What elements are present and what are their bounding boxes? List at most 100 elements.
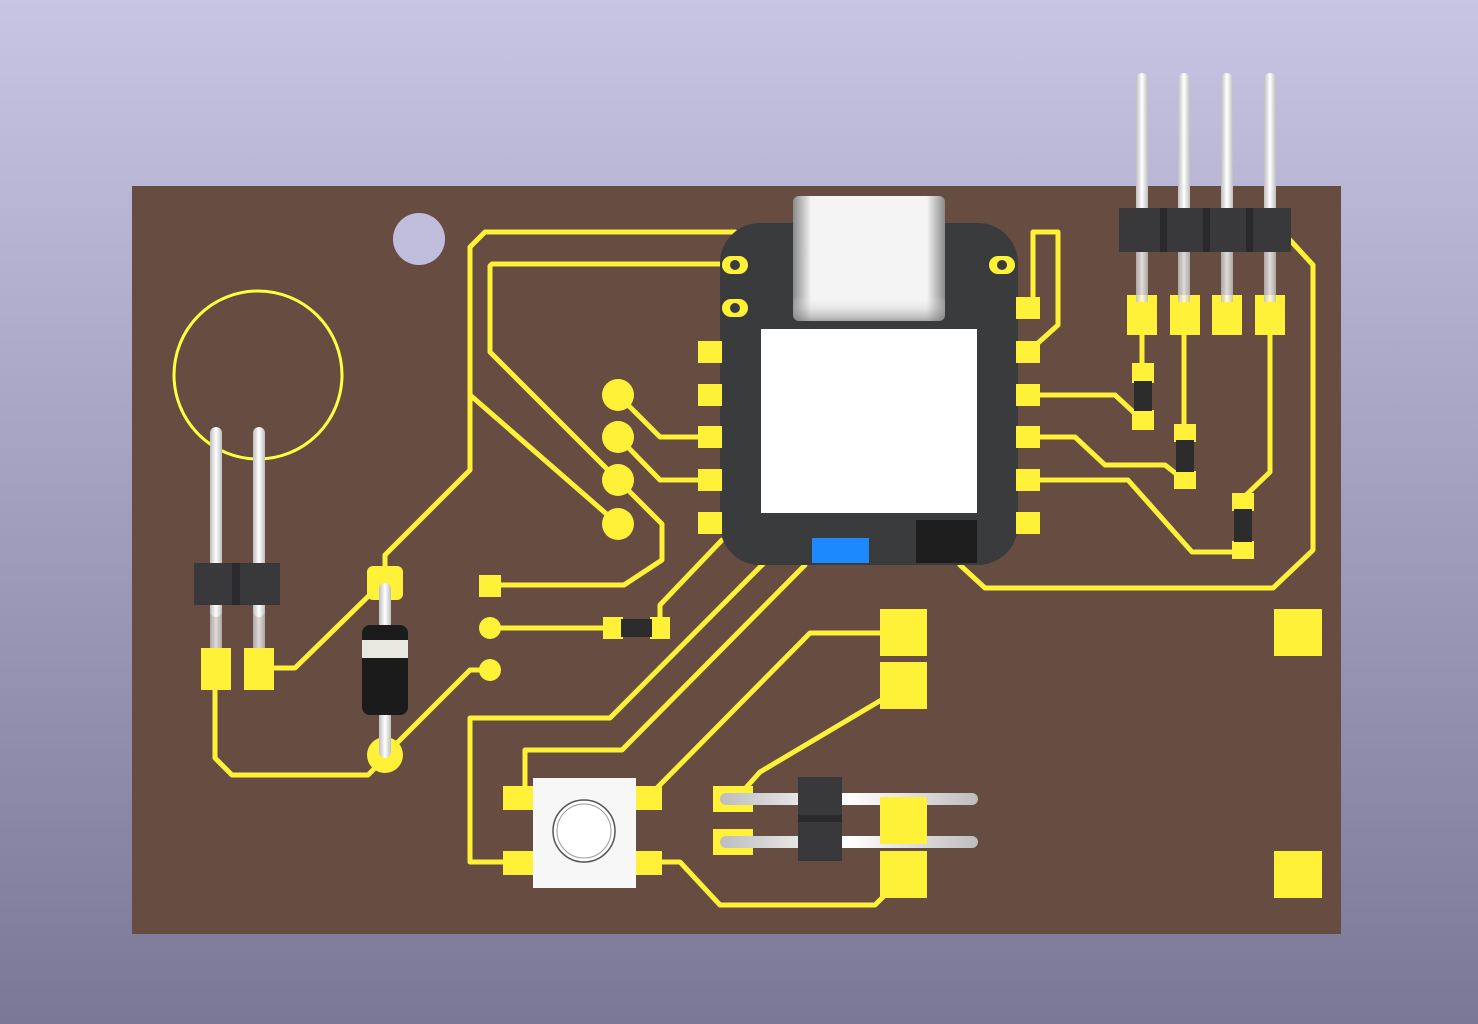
divider [232,563,240,605]
pin [1264,73,1276,231]
pin-stub [1221,252,1233,302]
castellated-pad [698,512,722,534]
round-pad [479,617,501,639]
resistor-icon [1232,493,1254,559]
button-icon[interactable] [503,778,662,888]
right-angle-header-2pin[interactable] [713,777,978,861]
right-angle-header-4pin[interactable] [1119,73,1291,335]
pad [1174,471,1196,489]
diode-body [362,625,408,715]
trace [467,559,768,865]
pad-hole [729,517,741,529]
rf-shield [761,329,977,513]
castellated-pad [1016,512,1040,534]
trace [615,392,713,440]
module-chip [916,520,977,563]
pin-stub [1136,252,1148,302]
castellated-pad [1016,426,1040,448]
pad [244,648,274,690]
pad-hole [997,260,1007,270]
pad [503,786,535,810]
castellated-pad [1016,341,1040,363]
pad-holes [729,260,1009,529]
button-cap-inner [556,803,612,859]
pin-stub [1264,252,1276,302]
pad [1132,410,1154,430]
diode-band [362,640,408,658]
pin [720,836,978,848]
square-pad [880,797,927,844]
castellated-pad [698,469,722,491]
castellated-pad [1016,469,1040,491]
trace [522,562,808,803]
pin-stubs [210,605,265,655]
diode-icon[interactable] [362,566,408,773]
header-dividers [1160,208,1253,252]
pad-hole [729,389,741,401]
pad-hole [729,474,741,486]
usb-c-shade [793,196,945,321]
pad [201,648,231,690]
pad [603,617,623,639]
pin-stub [1178,252,1190,302]
divider [1203,208,1210,252]
microcontroller-module[interactable] [698,196,1040,565]
through-hole-pads [479,379,634,681]
square-pad [479,575,501,597]
pad [650,617,670,639]
pad [1232,541,1254,559]
divider [1160,208,1167,252]
resistor-body [1234,509,1252,542]
status-led-icon [812,538,869,563]
square-pad [880,662,927,709]
smd-resistors[interactable] [603,363,1254,639]
divider [1246,208,1253,252]
trace [382,229,738,583]
round-pad [602,464,634,496]
pad-hole [997,474,1009,486]
pad-hole [729,346,741,358]
pin [1178,73,1190,231]
round-pad [602,508,634,540]
pin-stubs [1136,252,1276,302]
pad [1232,493,1254,511]
trace [645,630,908,800]
pin-stub [253,605,265,655]
castellated-pad [698,384,722,406]
pin [1221,73,1233,231]
trace [467,392,621,527]
mounting-hole-icon [393,213,445,265]
round-pad [602,379,634,411]
pad-hole [729,431,741,443]
module-pads [698,256,1040,534]
resistor-icon [603,617,670,639]
pad-hole [997,389,1009,401]
pad-hole [997,346,1009,358]
resistor-body [1176,440,1194,472]
square-pad [1274,851,1322,898]
round-pad [602,421,634,453]
pin-stub [210,605,222,655]
button-cap [552,799,616,863]
divider [798,815,842,822]
pad [503,851,535,875]
pad-hole [730,260,740,270]
trace [615,434,713,483]
castellated-pad [1016,297,1040,319]
castellated-pad [698,426,722,448]
trace [957,237,1316,591]
trace [487,477,665,588]
castellated-pad [698,341,722,363]
pin [1136,73,1148,231]
square-pad [1274,609,1322,656]
pad-hole [997,431,1009,443]
pad-hole [997,302,1009,314]
trace [1025,434,1187,483]
vertical-header-2pin[interactable] [194,427,280,690]
trace [1240,312,1273,501]
resistor-body [621,619,652,637]
button-pads [503,786,662,875]
pin [720,793,978,805]
